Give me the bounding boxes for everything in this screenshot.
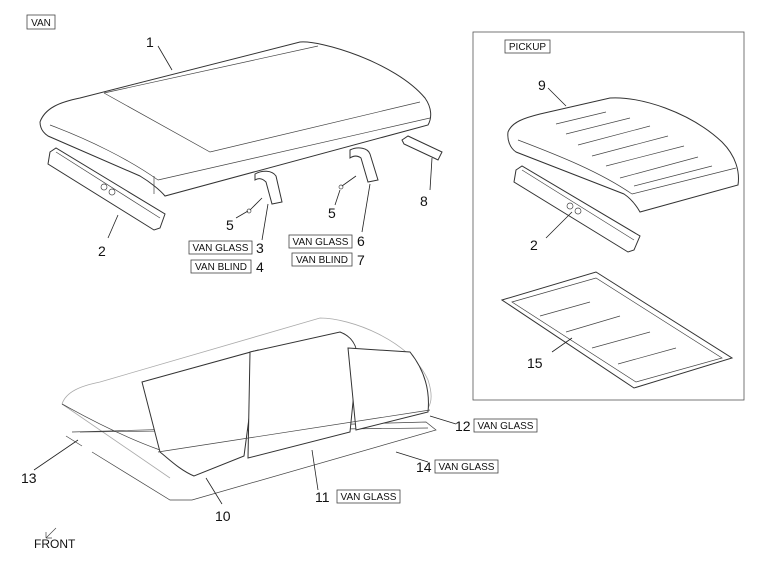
tag-van-glass-11: VAN GLASS bbox=[336, 489, 401, 504]
tag-van-blind-4: VAN BLIND bbox=[190, 259, 252, 274]
part-15-pickup-panel bbox=[500, 271, 734, 389]
callout-5a: 5 bbox=[226, 217, 234, 233]
callout-4: 4 bbox=[256, 259, 264, 275]
tag-van-glass-3: VAN GLASS bbox=[188, 240, 253, 255]
pickup-tag-text: PICKUP bbox=[509, 42, 547, 53]
svg-text:VAN BLIND: VAN BLIND bbox=[296, 255, 348, 266]
tag-van-glass-6: VAN GLASS bbox=[288, 234, 353, 249]
front-arrow-icon bbox=[45, 527, 57, 539]
tag-van-glass-14: VAN GLASS bbox=[434, 459, 499, 474]
callout-8: 8 bbox=[420, 193, 428, 209]
part-2-pickup-rail bbox=[513, 165, 641, 253]
screw-5b bbox=[338, 175, 357, 190]
part-8-rear-rail bbox=[401, 135, 443, 161]
callout-1: 1 bbox=[146, 34, 154, 50]
callout-11: 11 bbox=[315, 489, 330, 505]
part-2-van-rail bbox=[47, 147, 166, 231]
callout-2-pickup: 2 bbox=[530, 237, 538, 253]
screw-5a bbox=[246, 197, 263, 214]
callout-9: 9 bbox=[538, 77, 546, 93]
callout-15: 15 bbox=[527, 355, 543, 371]
callout-14: 14 bbox=[416, 459, 432, 475]
part-10-glass-panel bbox=[141, 349, 259, 477]
tag-van-blind-7: VAN BLIND bbox=[291, 252, 353, 267]
part-1-van-roof bbox=[39, 41, 432, 197]
callout-12: 12 bbox=[455, 418, 471, 434]
van-glass-roof-ghost bbox=[61, 317, 432, 479]
tag-van-glass-12: VAN GLASS bbox=[473, 418, 538, 433]
callout-3: 3 bbox=[256, 240, 264, 256]
part-11-glass-panel bbox=[247, 331, 358, 459]
callout-10: 10 bbox=[215, 508, 231, 524]
callout-2-van: 2 bbox=[98, 243, 106, 259]
callout-7: 7 bbox=[357, 252, 365, 268]
part-9-pickup-roof bbox=[507, 97, 739, 213]
callout-5b: 5 bbox=[328, 205, 336, 221]
svg-text:VAN GLASS: VAN GLASS bbox=[193, 243, 249, 254]
svg-text:VAN BLIND: VAN BLIND bbox=[195, 262, 247, 273]
svg-text:VAN GLASS: VAN GLASS bbox=[439, 462, 495, 473]
van-section-tag: VAN bbox=[26, 14, 56, 30]
svg-text:VAN GLASS: VAN GLASS bbox=[341, 492, 397, 503]
callout-13: 13 bbox=[21, 470, 37, 486]
svg-text:VAN GLASS: VAN GLASS bbox=[478, 421, 534, 432]
part-3-bracket bbox=[254, 170, 283, 205]
part-6-bracket bbox=[349, 147, 379, 183]
svg-text:VAN GLASS: VAN GLASS bbox=[293, 237, 349, 248]
part-12-glass-panel bbox=[347, 347, 429, 431]
van-tag-text: VAN bbox=[31, 18, 51, 29]
front-label: FRONT bbox=[34, 537, 76, 551]
callout-6: 6 bbox=[357, 233, 365, 249]
pickup-section: PICKUP bbox=[472, 31, 745, 401]
